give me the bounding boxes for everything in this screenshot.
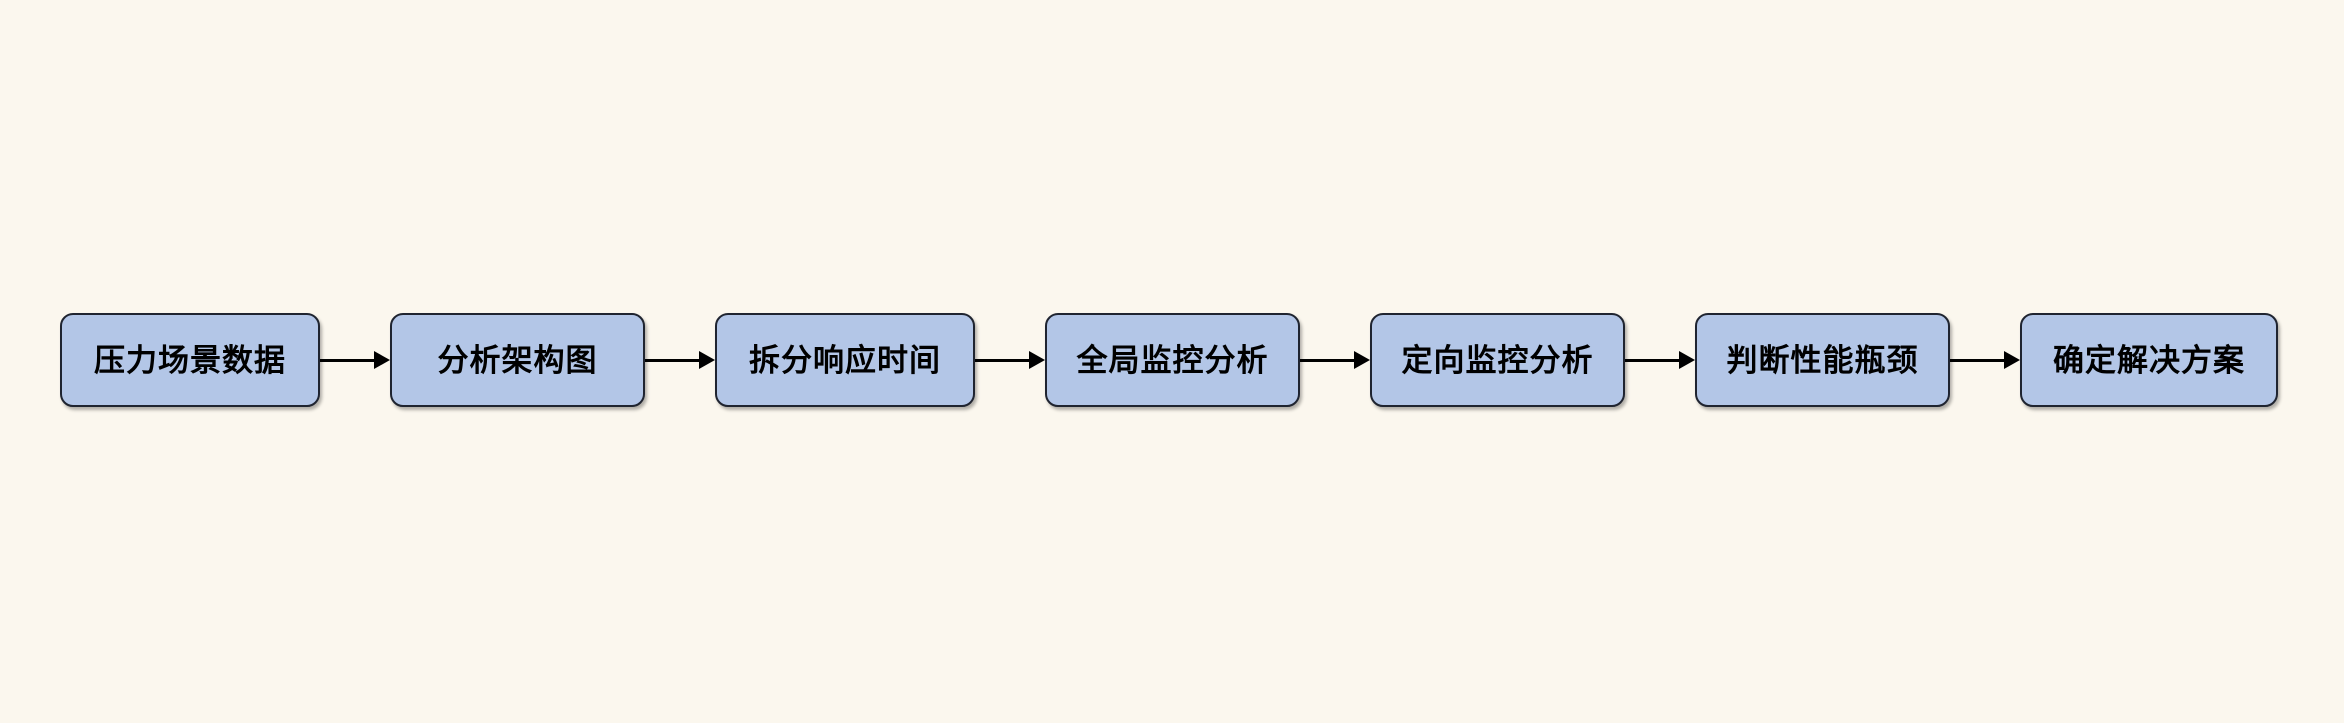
- arrow-right-icon: [1029, 351, 1045, 369]
- flow-node-n4[interactable]: 全局监控分析: [1045, 313, 1300, 407]
- arrow-right-icon: [699, 351, 715, 369]
- arrow-right-icon: [1679, 351, 1695, 369]
- flow-node-label: 分析架构图: [437, 342, 598, 378]
- arrow-line: [645, 359, 701, 362]
- flow-node-label: 压力场景数据: [94, 342, 286, 378]
- flow-node-n6[interactable]: 判断性能瓶颈: [1695, 313, 1950, 407]
- flow-node-n7[interactable]: 确定解决方案: [2020, 313, 2278, 407]
- flow-edge-n2-n3: [645, 313, 715, 407]
- flow-edge-n1-n2: [320, 313, 390, 407]
- flow-node-label: 判断性能瓶颈: [1726, 342, 1919, 378]
- arrow-line: [1300, 359, 1356, 362]
- flow-edge-n6-n7: [1950, 313, 2020, 407]
- arrow-line: [975, 359, 1031, 362]
- flow-node-n1[interactable]: 压力场景数据: [60, 313, 320, 407]
- arrow-line: [320, 359, 376, 362]
- flow-node-label: 全局监控分析: [1076, 342, 1269, 378]
- flow-edge-n3-n4: [975, 313, 1045, 407]
- arrow-right-icon: [1354, 351, 1370, 369]
- flow-edge-n4-n5: [1300, 313, 1370, 407]
- flow-node-label: 定向监控分析: [1401, 342, 1594, 378]
- arrow-line: [1625, 359, 1681, 362]
- arrow-right-icon: [374, 351, 390, 369]
- arrow-right-icon: [2004, 351, 2020, 369]
- flow-node-label: 拆分响应时间: [749, 342, 941, 378]
- flow-node-n2[interactable]: 分析架构图: [390, 313, 645, 407]
- arrow-line: [1950, 359, 2006, 362]
- flow-node-label: 确定解决方案: [2053, 342, 2245, 378]
- flow-node-n3[interactable]: 拆分响应时间: [715, 313, 975, 407]
- flow-node-sequence: 压力场景数据 分析架构图 拆分响应时间 全局监控分析: [60, 313, 2278, 407]
- flow-edge-n5-n6: [1625, 313, 1695, 407]
- flow-node-n5[interactable]: 定向监控分析: [1370, 313, 1625, 407]
